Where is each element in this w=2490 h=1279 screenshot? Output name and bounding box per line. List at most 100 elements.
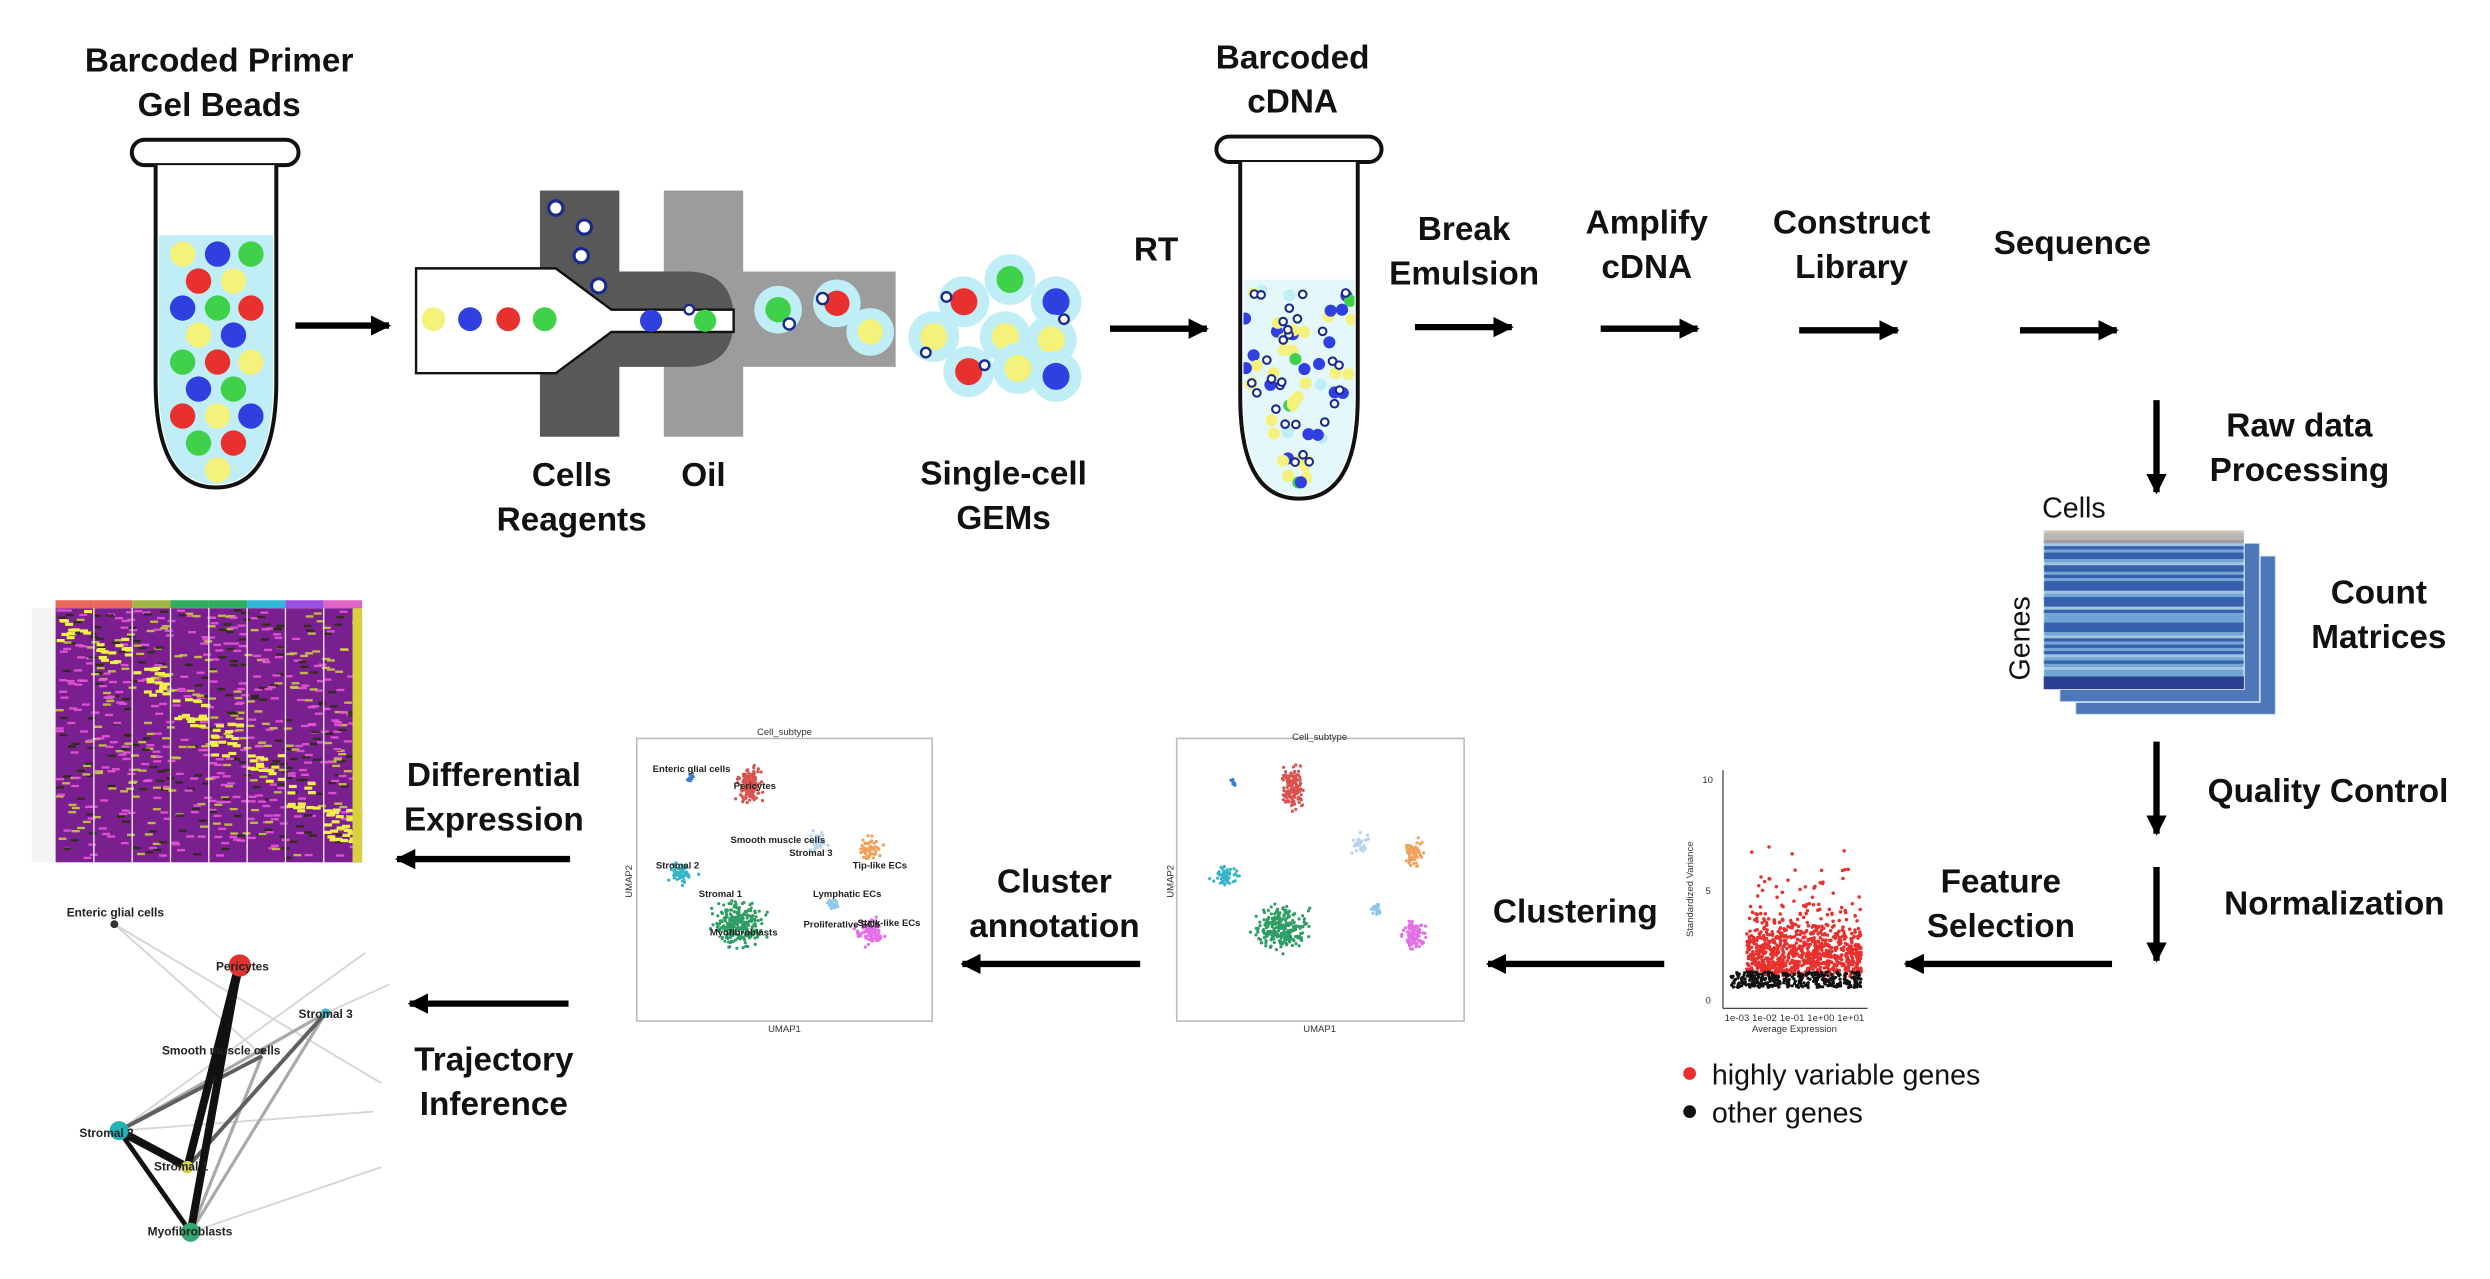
heatmap-cell xyxy=(74,683,83,686)
hvg-point xyxy=(1821,880,1825,884)
heatmap-cell xyxy=(162,785,171,789)
heatmap-cell xyxy=(127,772,136,776)
hvg-point xyxy=(1746,947,1750,951)
umap-point xyxy=(1283,918,1288,922)
heatmap-cell xyxy=(149,765,158,769)
umap-point xyxy=(682,878,686,882)
matrix-row xyxy=(2043,593,2244,598)
other-gene-point xyxy=(1834,984,1838,988)
hvg-point xyxy=(1785,959,1789,963)
heatmap-cell xyxy=(273,628,282,631)
umap-point xyxy=(750,901,754,905)
umap-point xyxy=(1218,881,1222,885)
hvg-point xyxy=(1846,968,1851,973)
hvg-xticks: 1e-03 1e-02 1e-01 1e+00 1e+01 xyxy=(1725,1013,1865,1024)
hvg-point xyxy=(1816,902,1821,907)
umap-point xyxy=(1414,861,1418,865)
heatmap-marker xyxy=(83,631,92,635)
heatmap-cell xyxy=(132,846,141,850)
heatmap-cell xyxy=(256,759,265,762)
umap-point xyxy=(715,925,719,929)
heatmap-cell xyxy=(208,799,217,803)
umap-point xyxy=(739,926,743,930)
heatmap-cell xyxy=(194,655,203,659)
umap-point xyxy=(859,847,863,851)
heatmap-cell xyxy=(137,661,146,664)
heatmap-cell xyxy=(158,675,167,678)
hvg-point xyxy=(1841,876,1845,881)
heatmap-cell xyxy=(258,832,267,836)
hvg-point xyxy=(1797,960,1802,964)
heatmap-cell xyxy=(274,682,283,685)
heatmap-cell xyxy=(121,619,130,623)
heatmap-cell xyxy=(267,685,276,689)
umap-point xyxy=(720,935,724,940)
heatmap-marker xyxy=(335,815,344,819)
bead-dot xyxy=(1246,378,1257,388)
umap-point xyxy=(725,932,729,936)
umap-point xyxy=(873,845,878,849)
umap-point xyxy=(710,906,714,910)
hvg-point xyxy=(1748,904,1753,909)
heatmap-marker xyxy=(326,813,335,817)
heatmap-cell xyxy=(193,853,202,856)
matrix-row xyxy=(2043,565,2244,569)
hvg-point xyxy=(1754,949,1759,954)
cdna-particle xyxy=(1282,469,1295,482)
umap-point xyxy=(817,843,822,847)
heatmap-marker xyxy=(146,677,155,681)
heatmap-cell xyxy=(340,817,349,821)
hvg-point xyxy=(1804,959,1809,963)
heatmap-cell xyxy=(223,732,232,736)
heatmap-cell xyxy=(85,805,93,809)
other-gene-point xyxy=(1733,977,1738,982)
heatmap-cell xyxy=(185,614,194,618)
hvg-point xyxy=(1842,963,1846,967)
heatmap-marker xyxy=(184,698,193,702)
heatmap-cell xyxy=(73,708,82,712)
count-matrices xyxy=(2042,529,2277,716)
umap-point xyxy=(1357,842,1361,847)
other-gene-point xyxy=(1847,985,1851,990)
heatmap-cell xyxy=(240,748,249,752)
heatmap-cell xyxy=(83,764,92,767)
umap-point xyxy=(827,898,831,902)
bead-dot xyxy=(1058,313,1070,326)
hvg-point xyxy=(1846,958,1850,963)
matrix-row xyxy=(2043,651,2244,655)
hvg-point xyxy=(1745,967,1749,971)
heatmap-cell xyxy=(122,751,131,754)
umap-point xyxy=(755,784,759,788)
umap-point xyxy=(1228,867,1232,871)
heatmap-cell xyxy=(62,847,71,851)
heatmap-cell xyxy=(348,722,357,725)
heatmap-cluster-bar xyxy=(55,600,94,609)
hvg-point xyxy=(1842,849,1846,853)
heatmap-cell xyxy=(87,746,96,750)
heatmap-cell xyxy=(333,730,342,733)
heatmap-marker xyxy=(297,809,306,813)
hvg-point xyxy=(1839,957,1844,962)
hvg-point xyxy=(1778,940,1783,945)
hvg-point xyxy=(1833,946,1837,950)
heatmap-cell xyxy=(59,716,68,720)
heatmap-cell xyxy=(298,797,307,800)
bead-dot xyxy=(940,291,953,303)
umap-point xyxy=(757,909,761,913)
umap-point xyxy=(1282,913,1286,917)
hvg-point xyxy=(1747,916,1752,921)
heatmap-cell xyxy=(129,679,138,683)
heatmap-cell xyxy=(216,800,225,804)
heatmap-marker xyxy=(157,672,166,676)
heatmap-marker xyxy=(162,692,171,696)
cdna-particle xyxy=(1294,476,1307,489)
heatmap-cell xyxy=(326,659,335,662)
cdna-particle xyxy=(1345,313,1355,326)
hvg-point xyxy=(1755,894,1760,898)
hvg-point xyxy=(1796,924,1801,929)
other-gene-point xyxy=(1792,972,1796,976)
hvg-point xyxy=(1754,946,1759,950)
heatmap-cell xyxy=(222,775,231,778)
umap-point xyxy=(1299,793,1303,797)
umap-point xyxy=(1292,780,1296,784)
